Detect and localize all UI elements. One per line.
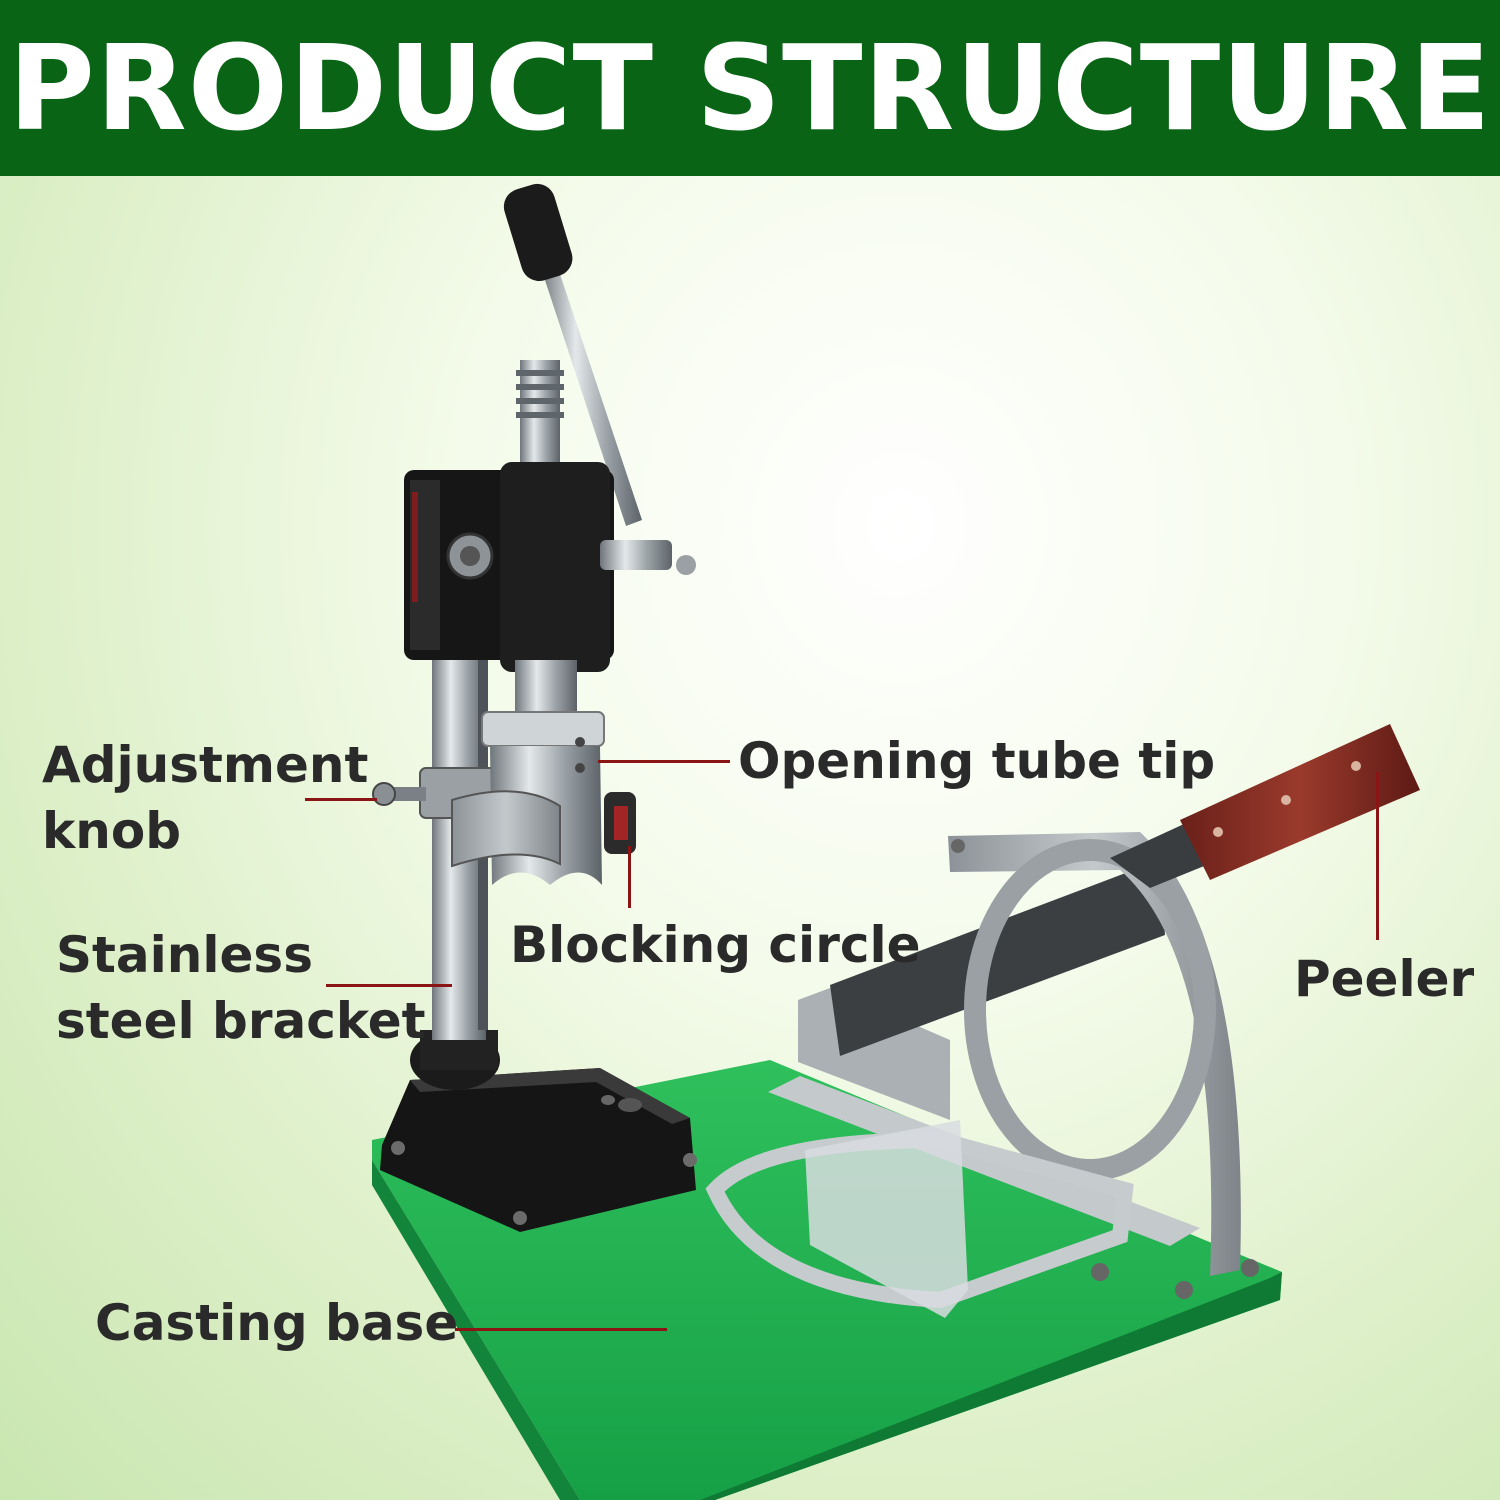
leader-adjustment-knob (305, 798, 377, 801)
title-banner: PRODUCT STRUCTURE (0, 0, 1500, 176)
machine-illustration (372, 183, 1420, 1500)
leader-opening-tube-tip (598, 760, 730, 763)
peeler-knife (1110, 724, 1420, 888)
label-bracket-line2: steel bracket (56, 992, 426, 1050)
label-blocking-circle: Blocking circle (510, 916, 921, 974)
label-adjustment-knob-line2: knob (42, 802, 181, 860)
label-stainless-steel-bracket: Stainless steel bracket (56, 922, 426, 1054)
leader-stainless-steel-bracket (326, 984, 452, 987)
label-bracket-line1: Stainless (56, 926, 313, 984)
label-adjustment-knob: Adjustment knob (42, 732, 368, 864)
label-adjustment-knob-line1: Adjustment (42, 736, 369, 794)
label-opening-tube-tip: Opening tube tip (738, 732, 1216, 790)
leader-peeler (1376, 772, 1379, 940)
press-head (404, 360, 696, 672)
peeler-frame (705, 832, 1259, 1318)
leader-blocking-circle (628, 846, 631, 908)
label-casting-base: Casting base (95, 1294, 459, 1352)
cast-iron-foot (380, 1030, 697, 1232)
label-peeler: Peeler (1294, 950, 1475, 1008)
leader-casting-base (455, 1328, 667, 1331)
banner-title: PRODUCT STRUCTURE (8, 19, 1492, 157)
blocking-circle (451, 790, 636, 868)
press-lever (503, 183, 642, 526)
